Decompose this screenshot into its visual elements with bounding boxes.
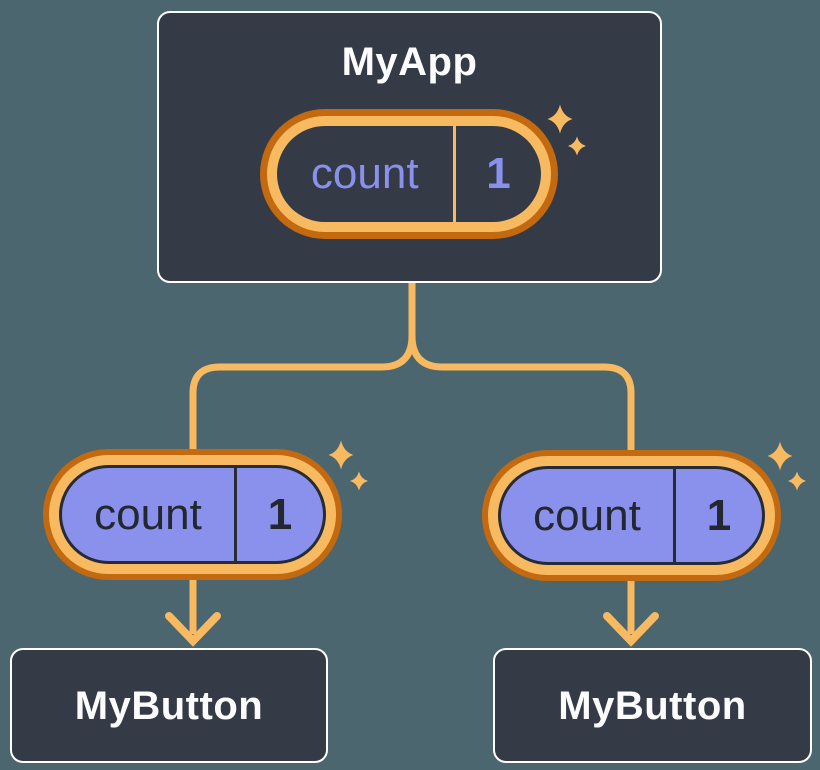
- sparkle-icon: [328, 440, 354, 470]
- connector-root-to-right-child: [408, 281, 635, 455]
- sparkle-icon: [547, 104, 573, 134]
- sparkle-icon: [350, 471, 368, 491]
- sparkle-icon: [788, 471, 806, 491]
- sparkle-icon: [767, 441, 793, 471]
- right-arrow-head-icon: [603, 612, 659, 647]
- sparkle-icon: [568, 136, 586, 156]
- left-arrow-head-icon: [165, 612, 221, 647]
